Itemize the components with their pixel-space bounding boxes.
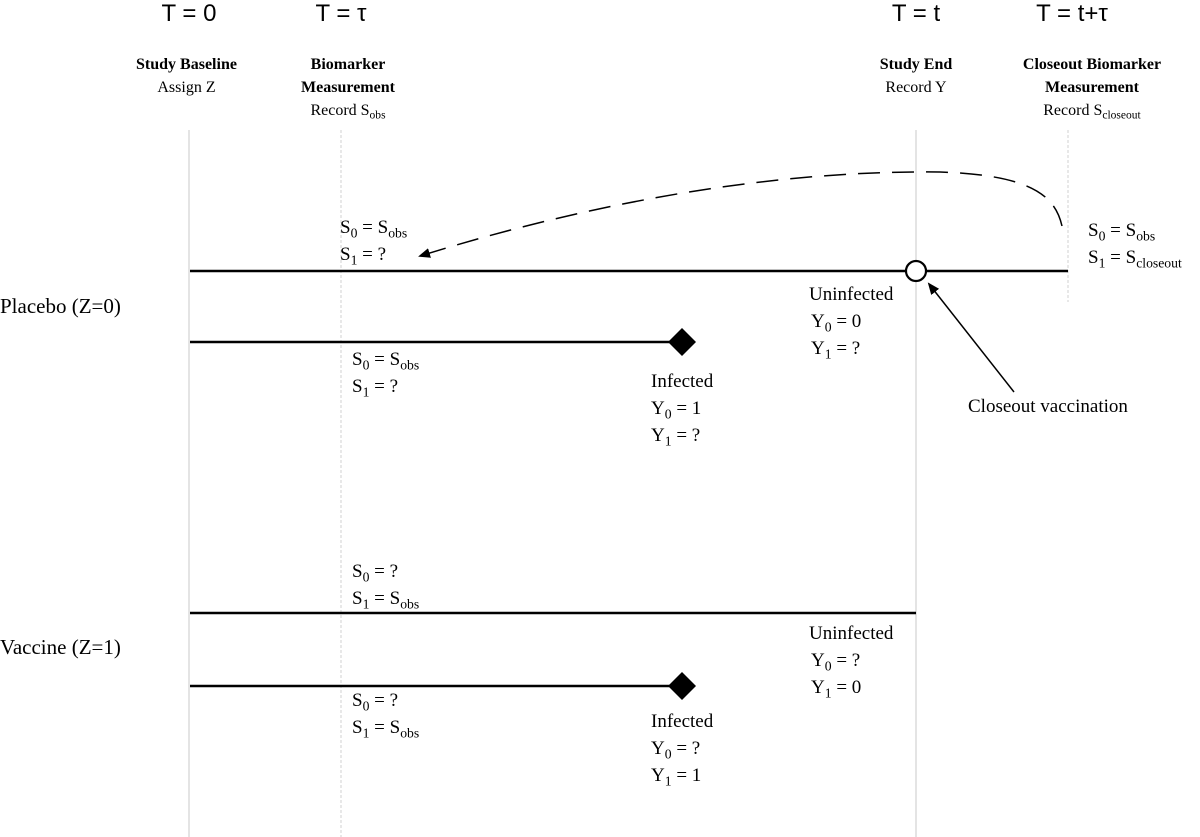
biomarker-header: Biomarker Measurement Record Sobs — [268, 53, 428, 122]
closeout-dashed-arrow — [418, 171, 1063, 258]
study-end-header-sub: Record Y — [885, 79, 947, 96]
vaccine-infection-diamond — [668, 672, 696, 700]
placebo-infected-status: Infected — [651, 371, 714, 392]
closeout-header-title-2: Measurement — [1045, 79, 1139, 96]
time-label-t-plus-tau: T = t+τ — [1036, 0, 1108, 27]
vaccine-uninfected-s1: S1 = Sobs — [352, 588, 420, 612]
closeout-vaccination-circle — [904, 259, 928, 283]
vaccine-infected-biomarkers: S0 = ? S1 = Sobs — [352, 687, 419, 741]
placebo-infected-s0: S0 = Sobs — [352, 349, 420, 373]
baseline-header-sub: Assign Z — [157, 79, 216, 96]
closeout-header-title-1: Closeout Biomarker — [1022, 56, 1162, 73]
placebo-closeout-biomarkers: S0 = Sobs S1 = Scloseout — [1088, 217, 1182, 271]
placebo-uninfected-biomarkers: S0 = Sobs S1 = ? — [340, 214, 407, 268]
vaccine-infected-s0: S0 = ? — [352, 690, 399, 714]
vaccine-uninfected-s0: S0 = ? — [352, 561, 399, 585]
study-end-header: Study End Record Y — [846, 53, 986, 99]
vaccine-uninfected-status: Uninfected — [809, 623, 894, 644]
placebo-infected-s1: S1 = ? — [352, 376, 399, 400]
vaccine-infected-status: Infected — [651, 711, 714, 732]
vaccine-infected-y1: Y1 = 1 — [651, 765, 702, 789]
baseline-header: Study Baseline Assign Z — [109, 53, 264, 99]
biomarker-header-title-1: Biomarker — [310, 56, 386, 73]
vaccine-group-label: Vaccine (Z=1) — [0, 635, 121, 659]
vaccine-uninfected-biomarkers: S0 = ? S1 = Sobs — [352, 558, 419, 612]
vaccine-uninfected-y1: Y1 = 0 — [811, 677, 862, 701]
vaccine-infected-s1: S1 = Sobs — [352, 717, 420, 741]
placebo-closeout-s0: S0 = Sobs — [1088, 220, 1156, 244]
time-label-t: T = t — [891, 0, 941, 27]
closeout-annotation-arrow — [927, 282, 1015, 393]
vaccine-uninfected-outcome: Uninfected Y0 = ? Y1 = 0 — [809, 620, 893, 701]
placebo-infected-outcome: Infected Y0 = 1 Y1 = ? — [651, 368, 713, 449]
placebo-infected-y1: Y1 = ? — [651, 425, 701, 449]
vaccine-uninfected-y0: Y0 = ? — [811, 650, 861, 674]
closeout-vaccination-label: Closeout vaccination — [968, 396, 1128, 417]
baseline-header-title: Study Baseline — [136, 56, 237, 73]
study-end-header-title: Study End — [879, 56, 953, 73]
closeout-header-sub: Record Scloseout — [1043, 102, 1141, 122]
vaccine-infected-y0: Y0 = ? — [651, 738, 701, 762]
placebo-closeout-s1: S1 = Scloseout — [1088, 247, 1182, 271]
placebo-infected-biomarkers: S0 = Sobs S1 = ? — [352, 346, 419, 400]
time-label-baseline: T = 0 — [161, 0, 217, 27]
placebo-uninfected-outcome: Uninfected Y0 = 0 Y1 = ? — [809, 281, 893, 362]
closeout-header: Closeout Biomarker Measurement Record Sc… — [992, 53, 1192, 122]
placebo-uninfected-s0: S0 = Sobs — [340, 217, 408, 241]
placebo-uninfected-status: Uninfected — [809, 284, 894, 305]
biomarker-header-sub: Record Sobs — [310, 102, 386, 122]
biomarker-header-title-2: Measurement — [301, 79, 395, 96]
placebo-infected-y0: Y0 = 1 — [651, 398, 702, 422]
placebo-infection-diamond — [668, 328, 696, 356]
placebo-group-label: Placebo (Z=0) — [0, 294, 121, 318]
placebo-uninfected-y0: Y0 = 0 — [811, 311, 862, 335]
time-label-tau: T = τ — [315, 0, 367, 27]
placebo-uninfected-s1: S1 = ? — [340, 244, 387, 268]
placebo-uninfected-y1: Y1 = ? — [811, 338, 861, 362]
vaccine-infected-outcome: Infected Y0 = ? Y1 = 1 — [651, 708, 713, 789]
